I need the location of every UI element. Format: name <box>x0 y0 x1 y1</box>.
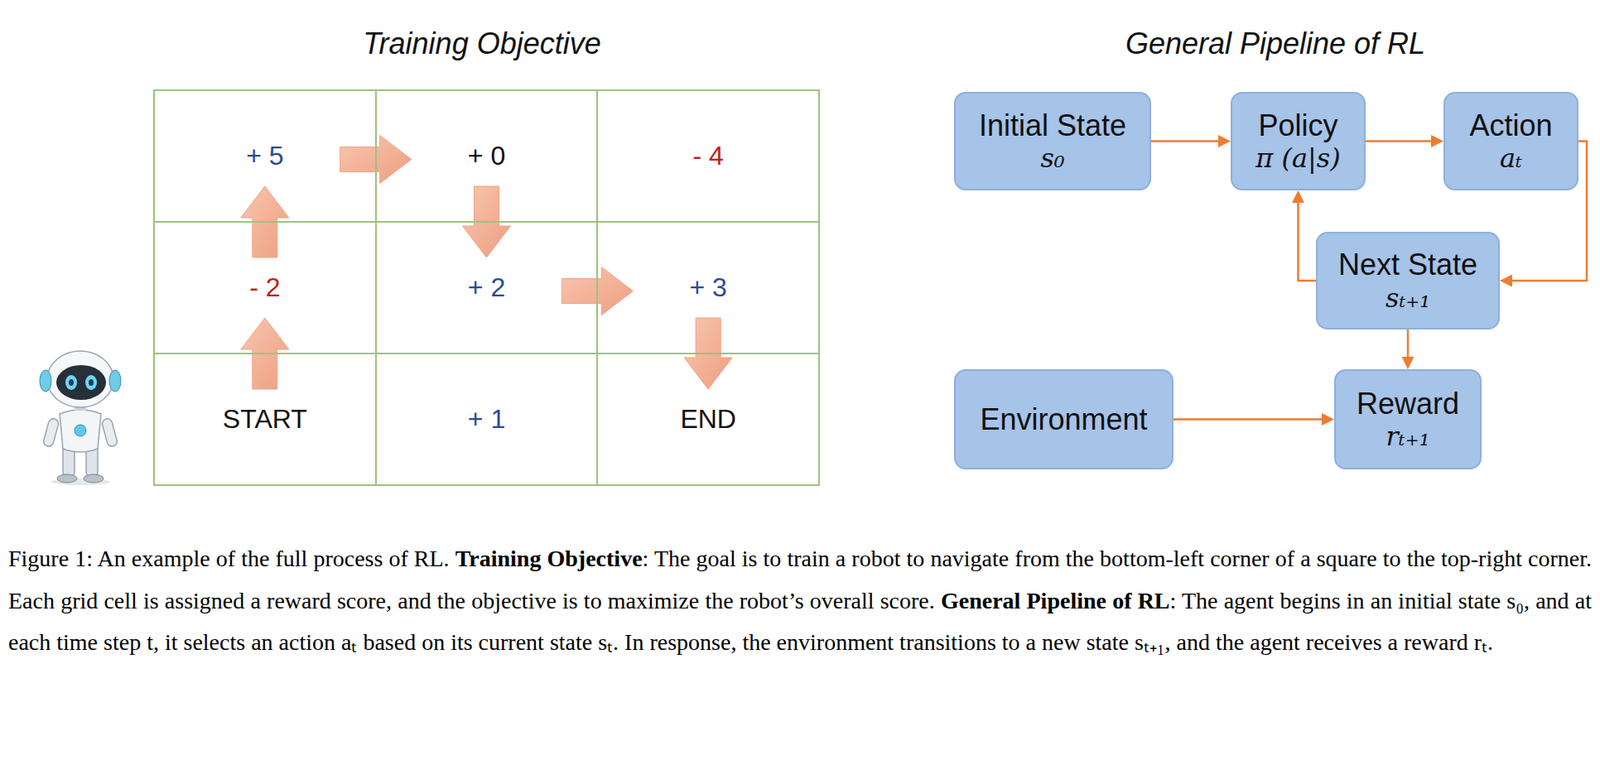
figure-caption: Figure 1: An example of the full process… <box>8 538 1592 665</box>
arrow-head <box>1291 190 1305 203</box>
reward-value: + 1 <box>467 404 506 435</box>
robot-illustration <box>31 346 130 486</box>
connector-line <box>1151 139 1221 143</box>
reward-value: + 0 <box>467 140 506 172</box>
process-box: Policyπ (a|s) <box>1230 91 1366 191</box>
process-box: Rewardrₜ₊₁ <box>1334 369 1482 470</box>
arrow-head <box>1321 413 1335 426</box>
math-symbol: sₜ₊₁ <box>1385 282 1431 314</box>
arrow-head <box>1402 356 1415 370</box>
grid-cell: END <box>596 352 820 487</box>
reward-value: + 3 <box>689 272 727 304</box>
grid-cell: + 3 <box>596 221 820 355</box>
box-title: Next State <box>1338 247 1478 282</box>
box-title: Environment <box>979 402 1147 437</box>
panel-heading: Training Objective <box>362 26 601 62</box>
arrow-head <box>1431 134 1444 148</box>
box-title: Policy <box>1257 108 1338 143</box>
panel-heading: General Pipeline of RL <box>1125 26 1426 62</box>
grid-cell: + 2 <box>375 221 599 355</box>
reward-value: START <box>222 404 308 435</box>
caption-emphasis: General Pipeline of RL <box>940 587 1171 614</box>
math-symbol: s₀ <box>1040 142 1065 174</box>
connector-line <box>1298 200 1317 281</box>
grid-cell: + 0 <box>375 89 599 223</box>
arrow-head <box>1499 274 1513 288</box>
grid-cell: + 5 <box>153 89 377 223</box>
box-title: Initial State <box>978 108 1127 143</box>
grid-cell: START <box>153 352 377 487</box>
reward-value: END <box>679 404 737 435</box>
math-symbol: aₜ <box>1499 142 1523 174</box>
grid-cell: - 2 <box>153 221 377 355</box>
arrow-head <box>1218 134 1231 148</box>
connector-line <box>1365 139 1434 143</box>
connector-line <box>1407 329 1410 360</box>
caption-emphasis: Training Objective <box>455 545 643 572</box>
flow-connector <box>1291 190 1316 281</box>
reward-value: - 2 <box>249 272 280 304</box>
grid-cell: + 1 <box>375 352 599 487</box>
process-box: Next Statesₜ₊₁ <box>1315 231 1500 330</box>
process-box: Initial States₀ <box>954 91 1152 191</box>
flow-connector <box>1151 134 1231 148</box>
connector-line <box>1173 418 1325 421</box>
reward-value: + 5 <box>245 140 284 172</box>
process-box: Actionaₜ <box>1443 91 1579 191</box>
box-title: Reward <box>1356 386 1460 421</box>
math-symbol: π (a|s) <box>1255 142 1340 174</box>
flow-connector <box>1173 413 1335 426</box>
reward-value: - 4 <box>692 140 723 172</box>
grid-cell: - 4 <box>596 89 820 223</box>
flow-connector <box>1402 329 1415 370</box>
flow-connector <box>1365 134 1444 148</box>
math-symbol: rₜ₊₁ <box>1386 420 1431 453</box>
reward-value: + 2 <box>467 272 506 304</box>
process-box: Environment <box>954 369 1174 470</box>
box-title: Action <box>1469 108 1552 143</box>
